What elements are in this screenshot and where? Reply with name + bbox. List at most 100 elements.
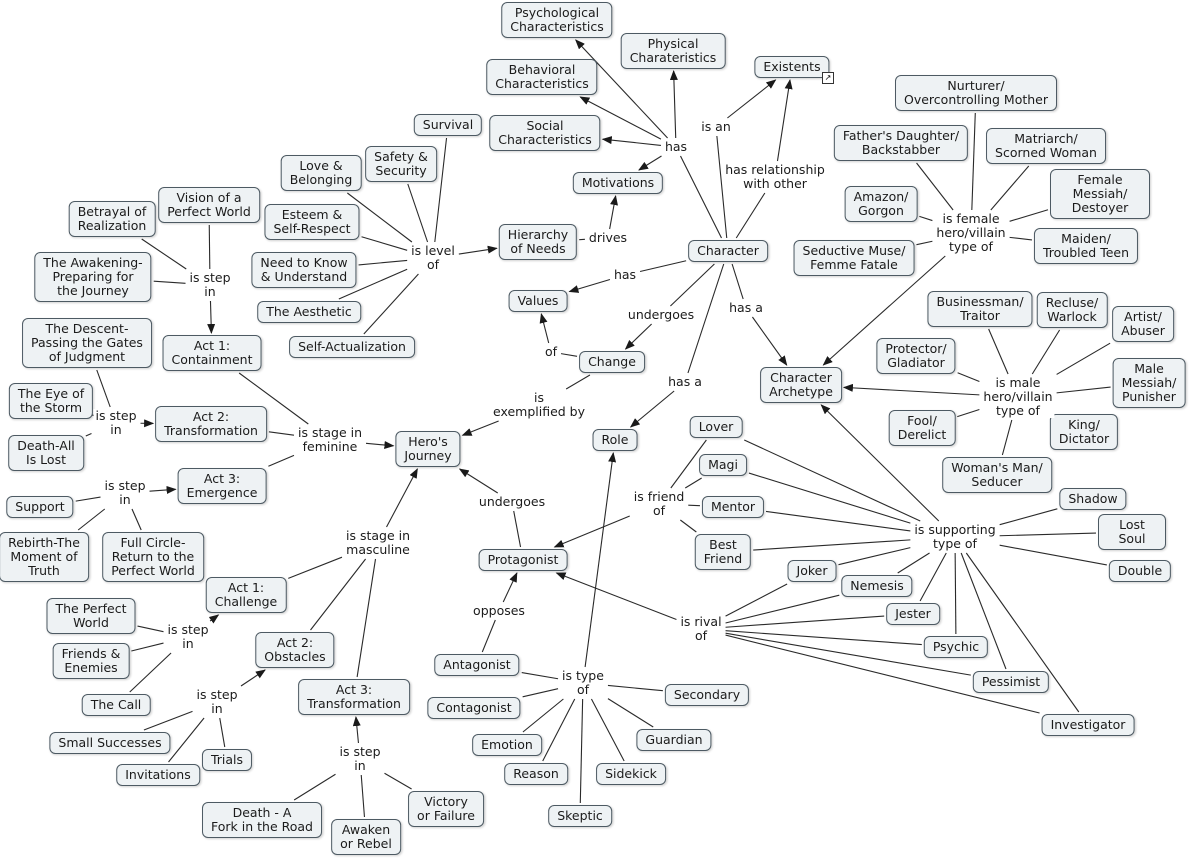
concept-vision-of-perfect-world[interactable]: Vision of a Perfect World [158,187,260,223]
concept-nemesis[interactable]: Nemesis [841,575,913,597]
concept-emotion[interactable]: Emotion [472,734,542,756]
concept-maiden[interactable]: Maiden/ Troubled Teen [1033,228,1139,264]
concept-skeptic[interactable]: Skeptic [548,805,612,827]
connector-nemesis-suppof [897,552,930,574]
connector-artist-maletype [1056,342,1111,375]
concept-fool[interactable]: Fool/ Derelict [888,410,956,446]
concept-values[interactable]: Values [508,290,568,312]
concept-amazon[interactable]: Amazon/ Gorgon [844,186,918,222]
connector-act2t-stagefem [268,431,295,436]
connector-amazon-femtype [919,215,933,222]
concept-double[interactable]: Double [1108,560,1172,582]
connector-char-has1 [680,155,722,239]
concept-eye-of-the-storm[interactable]: The Eye of the Storm [8,383,94,419]
concept-victory-or-failure[interactable]: Victory or Failure [408,791,484,827]
connector-investigator-suppof [965,552,1080,713]
concept-awaken-or-rebel[interactable]: Awaken or Rebel [331,819,401,855]
concept-trials[interactable]: Trials [201,749,253,771]
concept-need-to-know[interactable]: Need to Know & Understand [251,252,357,288]
concept-reason[interactable]: Reason [504,763,568,785]
concept-the-descent[interactable]: The Descent- Passing the Gates of Judgme… [22,318,152,368]
concept-change[interactable]: Change [579,351,645,373]
concept-act1-challenge[interactable]: Act 1: Challenge [205,577,287,613]
concept-rebirth[interactable]: Rebirth-The Moment of Truth [0,532,89,582]
concept-act3-emergence[interactable]: Act 3: Emergence [177,468,267,504]
connector-has1-psych [575,39,668,139]
concept-esteem-self-respect[interactable]: Esteem & Self-Respect [264,204,360,240]
concept-motivations[interactable]: Motivations [572,172,664,194]
concept-friends-enemies[interactable]: Friends & Enemies [52,643,130,679]
link-is-step-in: is step in [102,478,148,507]
connector-lover-friendof [670,439,707,489]
concept-male-messiah[interactable]: Male Messiah/ Punisher [1112,358,1186,408]
concept-female-messiah[interactable]: Female Messiah/ Destoyer [1050,169,1150,219]
concept-seductive-muse[interactable]: Seductive Muse/ Femme Fatale [793,240,915,276]
concept-death-fork-in-road[interactable]: Death - A Fork in the Road [202,802,322,838]
concept-full-circle[interactable]: Full Circle- Return to the Perfect World [102,532,204,582]
concept-jester[interactable]: Jester [886,603,940,625]
link-is-stage-in-masculine: is stage in masculine [343,528,413,557]
concept-recluse[interactable]: Recluse/ Warlock [1036,292,1108,328]
connector-skeptic-typeof [579,698,584,804]
concept-best-friend[interactable]: Best Friend [694,534,752,570]
concept-joker[interactable]: Joker [787,560,837,582]
concept-the-call[interactable]: The Call [81,694,151,716]
concept-act2-transformation[interactable]: Act 2: Transformation [155,406,267,442]
concept-psychological-characteristics[interactable]: Psychological Characteristics [501,2,613,38]
concept-fathers-daughter[interactable]: Father's Daughter/ Backstabber [833,125,969,161]
concept-lover[interactable]: Lover [689,416,743,438]
concept-protector[interactable]: Protector/ Gladiator [876,338,956,374]
concept-death-all-is-lost[interactable]: Death-All Is Lost [8,435,84,471]
connector-invitations-stepin5 [168,717,205,763]
connector-matriarch-femtype [990,165,1030,211]
concept-protagonist[interactable]: Protagonist [478,549,568,571]
concept-shadow[interactable]: Shadow [1059,488,1127,510]
concept-character-archetype[interactable]: Character Archetype [760,367,842,403]
concept-guardian[interactable]: Guardian [636,729,712,751]
concept-physical-characteristics[interactable]: Physical Charateristics [620,33,726,69]
concept-womans-man[interactable]: Woman's Man/ Seducer [942,457,1052,493]
concept-existents[interactable]: Existents [754,56,830,78]
concept-contagonist[interactable]: Contagonist [427,697,521,719]
concept-behavioral-characteristics[interactable]: Behavioral Characteristics [486,59,598,95]
concept-mentor[interactable]: Mentor [701,496,765,518]
concept-act3-transformation[interactable]: Act 3: Transformation [298,679,410,715]
concept-self-actualization[interactable]: Self-Actualization [289,336,415,358]
concept-role[interactable]: Role [592,429,638,451]
concept-businessman[interactable]: Businessman/ Traitor [927,291,1033,327]
concept-social-characteristics[interactable]: Social Characteristics [489,115,601,151]
concept-the-aesthetic[interactable]: The Aesthetic [257,301,361,323]
concept-survival[interactable]: Survival [413,114,483,136]
concept-secondary[interactable]: Secondary [664,684,750,706]
concept-lost-soul[interactable]: Lost Soul [1098,514,1166,550]
connector-contag-typeof [522,688,559,698]
concept-love-belonging[interactable]: Love & Belonging [280,155,362,191]
concept-the-awakening[interactable]: The Awakening- Preparing for the Journey [34,252,152,302]
shortcut-arrow-icon[interactable]: ↗ [822,72,834,84]
concept-the-perfect-world[interactable]: The Perfect World [46,598,136,634]
concept-small-successes[interactable]: Small Successes [49,732,171,754]
concept-nurturer[interactable]: Nurturer/ Overcontrolling Mother [895,75,1057,111]
concept-betrayal-of-realization[interactable]: Betrayal of Realization [68,201,156,237]
concept-antagonist[interactable]: Antagonist [434,654,520,676]
concept-psychic[interactable]: Psychic [923,636,989,658]
connector-awaken-stepin6 [360,774,366,818]
concept-act1-containment[interactable]: Act 1: Containment [162,335,262,371]
connector-act1ch-stagemasc [288,556,343,579]
concept-matriarch[interactable]: Matriarch/ Scorned Woman [986,128,1106,164]
concept-sidekick[interactable]: Sidekick [596,763,666,785]
connector-char-hasrel [735,192,766,239]
concept-hierarchy-of-needs[interactable]: Hierarchy of Needs [498,224,578,260]
concept-pessimist[interactable]: Pessimist [972,671,1050,693]
concept-artist[interactable]: Artist/ Abuser [1112,306,1174,342]
concept-act2-obstacles[interactable]: Act 2: Obstacles [255,632,335,668]
concept-character[interactable]: Character [688,240,768,262]
concept-king[interactable]: King/ Dictator [1049,414,1119,450]
concept-support[interactable]: Support [6,496,74,518]
concept-heros-journey[interactable]: Hero's Journey [395,431,461,467]
concept-safety-security[interactable]: Safety & Security [365,146,437,182]
concept-magi[interactable]: Magi [699,454,747,476]
concept-invitations[interactable]: Invitations [116,764,200,786]
connector-double-suppof [999,544,1107,566]
concept-investigator[interactable]: Investigator [1041,714,1135,736]
